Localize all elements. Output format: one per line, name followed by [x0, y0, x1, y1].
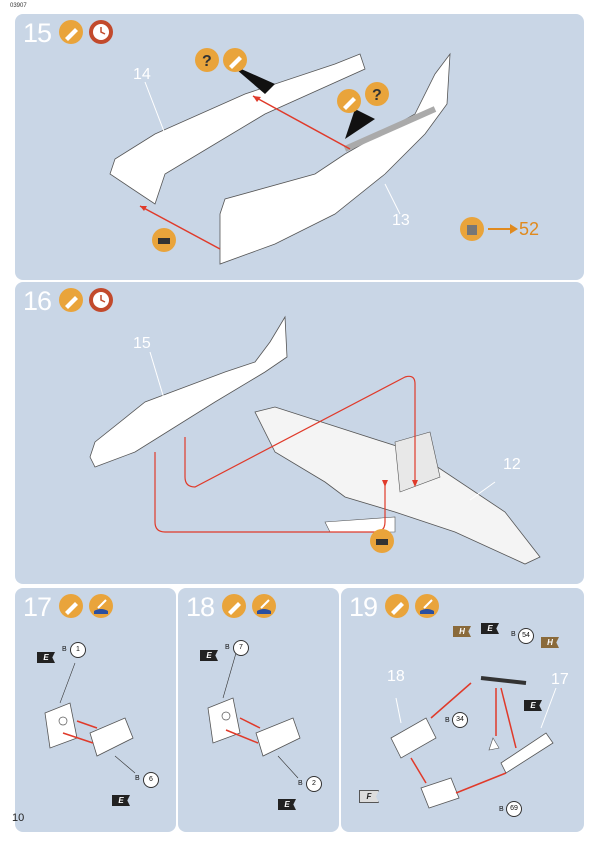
question-icon: ?	[365, 82, 389, 106]
glue-icon	[59, 20, 83, 44]
step-15-panel: 15 ? ? 14	[15, 14, 584, 280]
part-letter: B	[445, 717, 450, 724]
callout-13: 13	[392, 212, 410, 229]
clock-icon	[89, 288, 113, 312]
step-number: 18	[186, 592, 215, 622]
tape-icon	[152, 228, 176, 252]
callout-14: 14	[133, 66, 151, 83]
part-flag: E	[278, 799, 296, 810]
step-number: 15	[23, 18, 52, 48]
part-number: 1	[70, 642, 86, 658]
part-number: 34	[452, 712, 468, 728]
part-number: 6	[143, 772, 159, 788]
step-18-panel: 18 E B 7 B 2 E	[178, 588, 339, 832]
glue-icon	[385, 594, 409, 618]
step-number: 19	[349, 592, 378, 622]
question-icon: ?	[195, 48, 219, 72]
part-flag: E	[112, 795, 130, 806]
step-16-diagram	[89, 315, 541, 565]
part-number: 69	[506, 801, 522, 817]
step-18-diagram	[207, 652, 301, 779]
part-number: 7	[233, 640, 249, 656]
paint-icon	[89, 594, 113, 618]
part-letter: B	[511, 631, 516, 638]
callout-17: 17	[551, 671, 569, 688]
step-17-diagram	[44, 662, 136, 774]
part-letter: B	[225, 644, 230, 651]
glue-icon	[222, 594, 246, 618]
part-letter: B	[499, 806, 504, 813]
part-letter: B	[62, 646, 67, 653]
paint-icon	[252, 594, 276, 618]
callout-15: 15	[133, 335, 151, 352]
part-letter: B	[135, 775, 140, 782]
svg-text:?: ?	[202, 53, 212, 70]
callout-18: 18	[387, 668, 405, 685]
step-number: 16	[23, 286, 52, 316]
step-19-diagram	[390, 676, 557, 809]
step-19-panel: 19 H E B 54 H 18 17 B 34 E F B 69	[341, 588, 584, 832]
paint-pot-icon	[460, 217, 484, 241]
part-letter: B	[298, 780, 303, 787]
step-15-diagram	[109, 52, 518, 265]
svg-text:?: ?	[372, 87, 382, 104]
glue-icon	[223, 48, 247, 72]
part-number: 2	[306, 776, 322, 792]
step-17-panel: 17 E B 1 B 6 E	[15, 588, 176, 832]
step-16-panel: 16 15 12	[15, 282, 584, 584]
step-reference: 52	[519, 219, 540, 239]
part-flag: E	[37, 652, 55, 663]
callout-12: 12	[503, 456, 521, 473]
part-flag: H	[541, 637, 559, 648]
paint-icon	[415, 594, 439, 618]
part-flag: E	[524, 700, 542, 711]
glue-icon	[59, 594, 83, 618]
part-flag: E	[200, 650, 218, 661]
glue-icon	[59, 288, 83, 312]
part-flag: E	[481, 623, 499, 634]
catalog-code: 03907	[10, 3, 27, 9]
step-number: 17	[23, 592, 52, 622]
part-number: 54	[518, 628, 534, 644]
glue-icon	[337, 89, 361, 113]
tape-icon	[370, 529, 394, 553]
part-flag: H	[453, 626, 471, 637]
clock-icon	[89, 20, 113, 44]
page-number: 10	[12, 812, 25, 824]
part-flag: F	[359, 790, 379, 803]
